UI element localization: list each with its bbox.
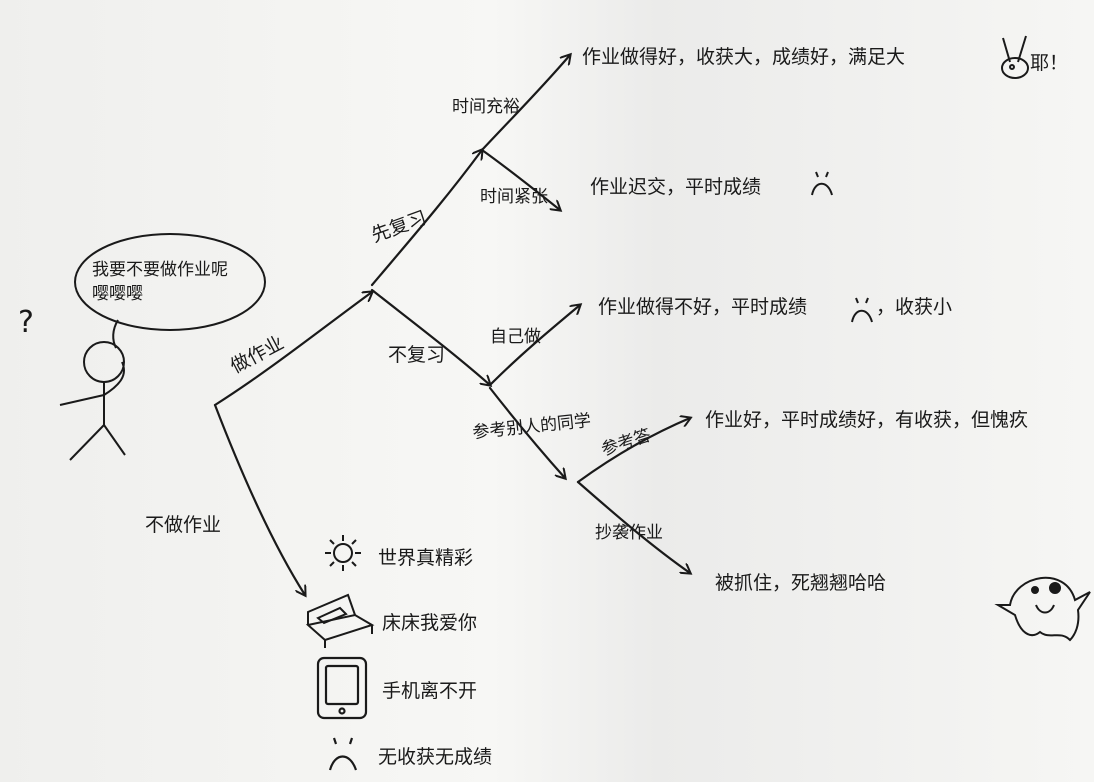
outcome-3-tail: ，收获小 <box>876 296 953 318</box>
label-no-homework: 不做作业 <box>145 514 222 536</box>
sad-face-small-icon <box>811 171 833 196</box>
edge-ref <box>488 386 565 478</box>
sad-face-small-icon-2 <box>851 297 873 323</box>
phone-icon <box>316 656 368 720</box>
label-self-do: 自己做 <box>490 327 541 347</box>
edge-no-study <box>370 288 490 385</box>
thought-bubble <box>74 233 266 331</box>
no-homework-item-sad: 无收获无成绩 <box>378 746 493 768</box>
no-homework-item-sun: 世界真精彩 <box>378 547 474 569</box>
label-time-enough: 时间充裕 <box>452 97 520 117</box>
edge-time-short <box>480 148 560 210</box>
no-homework-item-phone: 手机离不开 <box>382 680 478 702</box>
outcome-5: 被抓住，死翘翘哈哈 <box>715 572 887 594</box>
edge-time-enough <box>480 55 570 152</box>
outcome-1: 作业做得好，收获大，成绩好，满足大 <box>582 46 906 68</box>
edge-copy <box>576 480 690 573</box>
label-copy-homework: 抄袭作业 <box>595 523 663 543</box>
label-no-study: 不复习 <box>388 344 446 366</box>
stick-figure-icon <box>59 341 126 461</box>
edge-self-do <box>488 305 580 387</box>
no-homework-item-bed: 床床我爱你 <box>382 612 478 634</box>
bed-icon <box>305 593 375 648</box>
outcome-1-exclaim: 耶！ <box>1030 52 1069 74</box>
outcome-2: 作业迟交，平时成绩 <box>590 176 762 198</box>
outcome-3: 作业做得不好，平时成绩 <box>598 296 808 318</box>
edge-study-first <box>370 150 482 287</box>
sad-face-icon <box>328 737 358 771</box>
question-mark: ? <box>18 305 34 340</box>
outcome-4: 作业好，平时成绩好，有收获，但愧疚 <box>705 409 1029 431</box>
ghost-icon <box>994 576 1091 642</box>
victory-hand-icon <box>1001 35 1029 79</box>
edge-root-do <box>213 292 372 407</box>
thought-text: 我要不要做作业呢嘤嘤嘤 <box>92 260 228 304</box>
label-time-short: 时间紧张 <box>480 187 548 207</box>
sun-icon <box>325 535 361 571</box>
edge-ref-answer <box>576 418 690 484</box>
edge-root-not <box>213 403 305 595</box>
